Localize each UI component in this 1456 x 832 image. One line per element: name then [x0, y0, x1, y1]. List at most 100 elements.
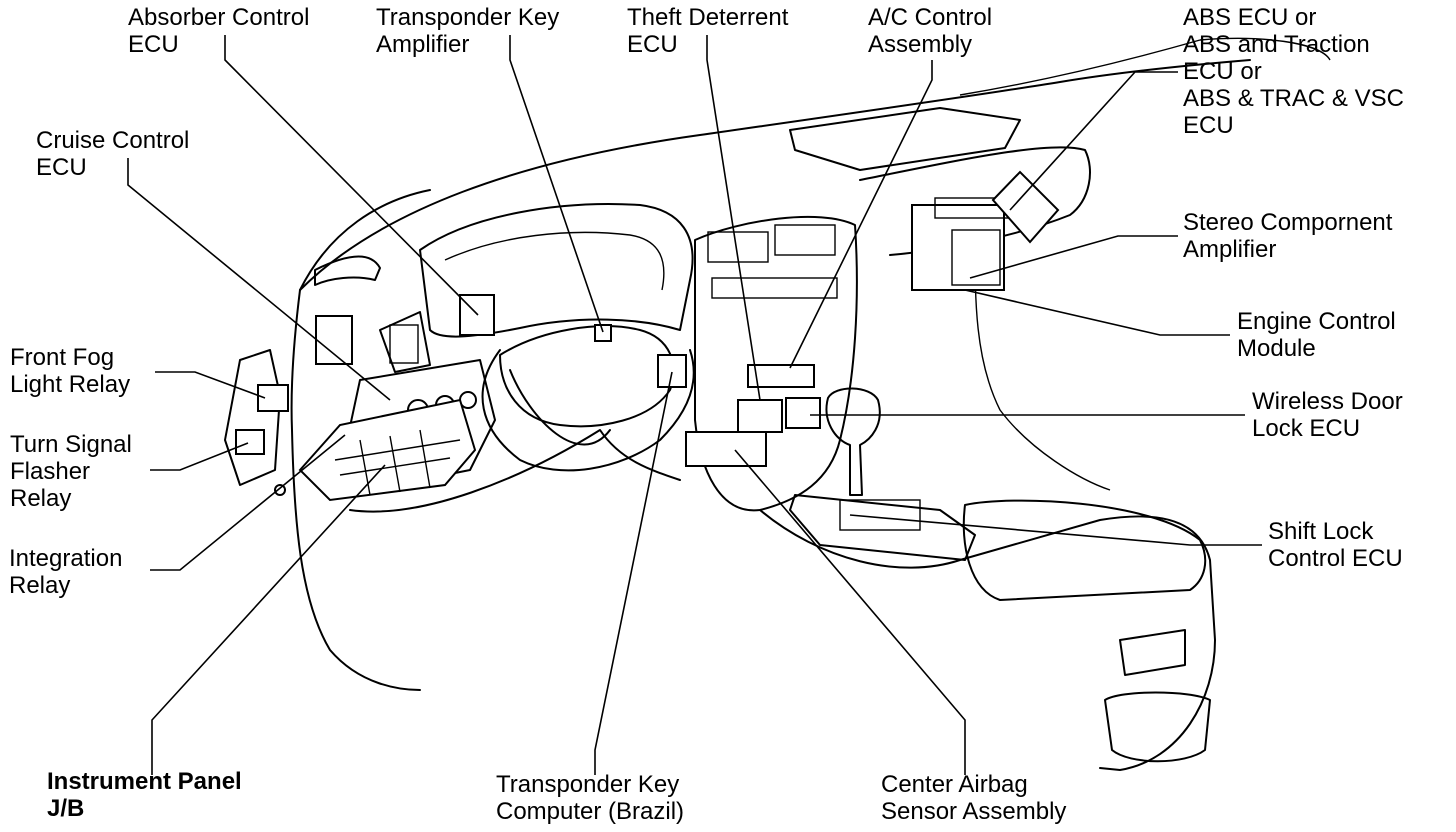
label-line: Transponder Key	[496, 771, 680, 798]
label-line: Module	[1237, 335, 1316, 362]
stereo-amp	[911, 204, 1005, 291]
label-line: J/B	[47, 795, 85, 822]
label-engine-control-module: Engine Control Module	[1237, 308, 1396, 362]
knee-bolster	[349, 429, 681, 513]
bracket-bolt	[274, 484, 286, 496]
label-line: ECU	[128, 31, 179, 58]
leader-ac	[789, 60, 933, 369]
wireless-door-lock-box-2	[785, 397, 821, 429]
label-line: ECU	[627, 31, 678, 58]
label-shift-lock-control-ecu: Shift Lock Control ECU	[1268, 518, 1403, 572]
label-line: ABS ECU or	[1183, 4, 1317, 31]
label-line: Absorber Control	[128, 4, 310, 31]
left-dash-side	[290, 289, 421, 691]
label-line: Amplifier	[376, 31, 470, 58]
steering-column	[499, 325, 675, 428]
transponder-amp	[594, 324, 612, 342]
leader-stereo	[969, 235, 1178, 279]
label-abs-ecu: ABS ECU or ABS and Traction ECU or ABS &…	[1183, 4, 1404, 139]
leader-airbag	[734, 449, 966, 775]
label-line: Relay	[10, 485, 72, 512]
cluster-inner	[444, 231, 665, 291]
armrest	[962, 499, 1207, 601]
shift-gate	[789, 494, 976, 561]
leader-transponder-amp	[509, 35, 604, 333]
abs-ecu	[991, 170, 1060, 244]
jb-detail	[334, 429, 461, 496]
leader-fog	[155, 371, 266, 399]
radio-slot	[711, 277, 838, 299]
label-stereo-component-amplifier: Stereo Compornent Amplifier	[1183, 209, 1392, 263]
stereo-amp-detail	[951, 229, 1001, 286]
center-vent-2	[774, 224, 836, 256]
label-line: Integration	[9, 545, 123, 572]
defroster-vent	[789, 107, 1021, 171]
left-dash-upper	[314, 255, 381, 286]
label-absorber-control-ecu: Absorber Control ECU	[128, 4, 309, 58]
windshield-line	[959, 39, 1201, 96]
left-vent-inner	[389, 324, 419, 364]
airbag-sensor-box	[685, 431, 767, 467]
label-line: ECU	[1183, 112, 1234, 139]
leader-absorber	[224, 35, 479, 316]
label-ac-control-assembly: A/C Control Assembly	[868, 4, 992, 58]
dash-top-outline	[299, 59, 1251, 291]
windshield-edge	[299, 189, 431, 291]
ac-control	[747, 364, 815, 388]
leader-transponder-computer	[594, 371, 673, 775]
leader-jb	[151, 464, 386, 775]
label-line: Relay	[9, 572, 71, 599]
label-line: Theft Deterrent	[627, 4, 789, 31]
label-line: Light Relay	[10, 371, 131, 398]
leader-integration	[150, 434, 346, 571]
cruise-control-ecu	[315, 315, 353, 365]
label-line: Stereo Compornent	[1183, 209, 1393, 236]
label-line: ABS & TRAC & VSC	[1183, 85, 1404, 112]
label-transponder-key-computer: Transponder Key Computer (Brazil)	[496, 771, 684, 825]
label-line: Front Fog	[10, 344, 115, 371]
shift-knob	[825, 387, 881, 496]
turn-signal-relay	[235, 429, 265, 455]
fog-light-relay	[257, 384, 289, 412]
relay-bracket	[224, 349, 281, 486]
leader-abs	[1009, 71, 1178, 211]
label-line: Wireless Door	[1252, 388, 1403, 415]
label-line: ABS and Traction	[1183, 31, 1370, 58]
label-line: A/C Control	[868, 4, 993, 31]
label-line: Assembly	[868, 31, 973, 58]
label-line: Instrument Panel	[47, 768, 242, 795]
label-turn-signal-flasher-relay: Turn Signal Flasher Relay	[10, 431, 132, 512]
console-cupholder	[1119, 629, 1186, 676]
label-line: Cruise Control	[36, 127, 190, 154]
steering-rim	[481, 349, 695, 472]
label-line: Computer (Brazil)	[496, 798, 685, 825]
label-wireless-door-lock-ecu: Wireless Door Lock ECU	[1252, 388, 1403, 442]
theft-deterrent-ecu	[657, 354, 687, 388]
center-stack	[694, 215, 858, 512]
label-line: Transponder Key	[376, 4, 560, 31]
label-line: Sensor Assembly	[881, 798, 1067, 825]
label-instrument-panel-jb: Instrument Panel J/B	[47, 768, 242, 822]
label-line: Lock ECU	[1252, 415, 1361, 442]
right-dash-lower	[974, 239, 1111, 491]
label-line: Flasher	[10, 458, 91, 485]
label-line: Turn Signal	[10, 431, 132, 458]
console-vent	[1104, 691, 1211, 763]
shift-slot	[839, 499, 921, 531]
label-line: ECU or	[1183, 58, 1262, 85]
label-line: Amplifier	[1183, 236, 1277, 263]
label-theft-deterrent-ecu: Theft Deterrent ECU	[627, 4, 788, 58]
label-line: Center Airbag	[881, 771, 1028, 798]
label-integration-relay: Integration Relay	[9, 545, 122, 599]
label-cruise-control-ecu: Cruise Control ECU	[36, 127, 189, 181]
label-line: ECU	[36, 154, 87, 181]
steering-hub	[509, 369, 611, 446]
label-front-fog-light-relay: Front Fog Light Relay	[10, 344, 130, 398]
leader-engine	[964, 289, 1230, 336]
leader-theft	[706, 35, 761, 401]
label-line: Engine Control	[1237, 308, 1396, 335]
label-transponder-key-amplifier: Transponder Key Amplifier	[376, 4, 559, 58]
leader-shift	[849, 514, 1262, 546]
